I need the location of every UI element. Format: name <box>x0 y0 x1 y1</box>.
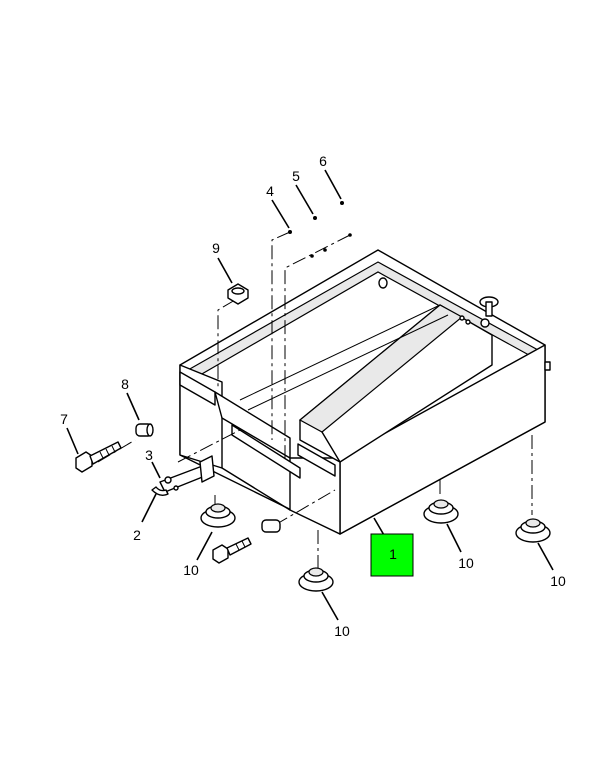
bolt-item-7 <box>75 441 122 473</box>
callout-6: 6 <box>319 153 327 169</box>
callout-9: 9 <box>212 240 220 256</box>
spacer-item-8 <box>135 423 154 437</box>
callout-8: 8 <box>121 376 129 392</box>
callout-7: 7 <box>60 411 68 427</box>
battery-block <box>239 304 493 463</box>
isolator-mount-center <box>298 567 334 592</box>
assembly-lines <box>97 231 533 568</box>
isolator-mount-right <box>423 499 459 524</box>
isolator-mount-left <box>200 503 236 528</box>
item-1-highlight[interactable] <box>370 533 414 577</box>
latch-assembly <box>151 455 215 497</box>
callout-3: 3 <box>145 447 153 463</box>
callout-10-right: 10 <box>458 555 474 571</box>
hold-down-hardware <box>288 201 352 258</box>
isolator-mount-far-right <box>515 518 551 543</box>
callout-10-center: 10 <box>334 623 350 639</box>
callout-5: 5 <box>292 168 300 184</box>
leader-lines <box>66 169 554 621</box>
side-hardware <box>378 277 551 371</box>
nut-item-9 <box>227 283 249 305</box>
callout-1: 1 <box>389 546 397 562</box>
lower-bolt <box>212 519 281 564</box>
callout-4: 4 <box>266 183 274 199</box>
callout-10-far-right: 10 <box>550 573 566 589</box>
callout-10-left: 10 <box>183 562 199 578</box>
callout-2: 2 <box>133 527 141 543</box>
